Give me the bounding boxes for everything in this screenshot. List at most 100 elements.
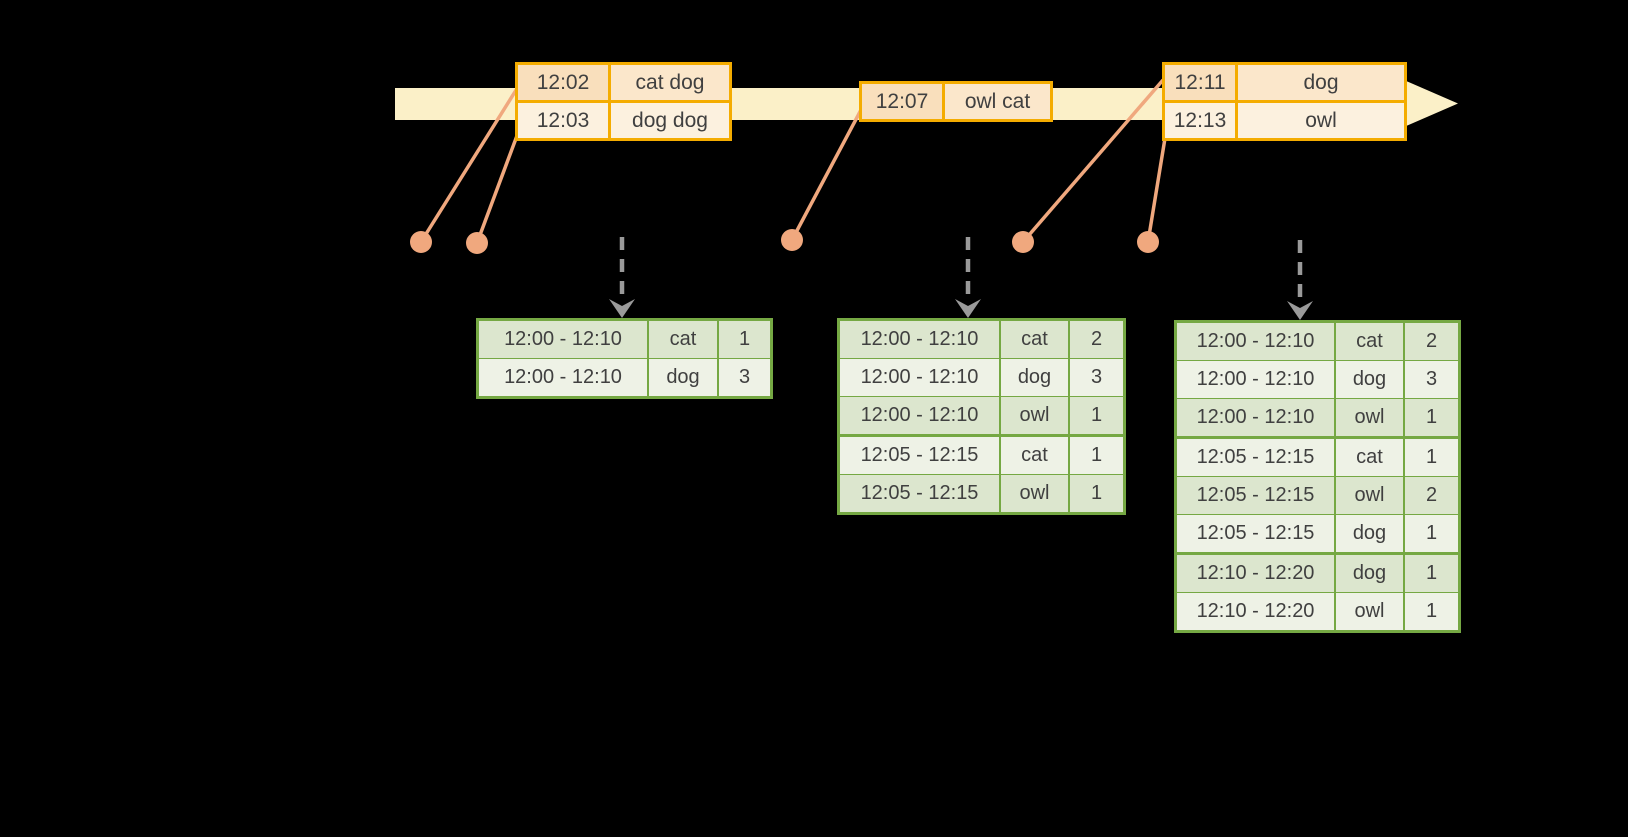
table-cell: 1 [1403, 436, 1461, 477]
table-cell: dog [647, 358, 719, 398]
table-cell: 3 [717, 358, 773, 398]
table-cell: 12:02 [515, 62, 611, 103]
table-cell: 12:00 - 12:10 [1174, 398, 1336, 438]
table-cell: 12:10 - 12:20 [1174, 592, 1336, 632]
table-cell: cat dog [608, 62, 732, 103]
event-connectors [419, 78, 1169, 244]
trigger-arrow-head [609, 299, 635, 318]
trigger-arrow-icon [609, 237, 635, 318]
trigger-arrow-icon [955, 237, 981, 318]
event-connector-line [475, 124, 523, 244]
table-cell: 12:00 - 12:10 [837, 319, 1001, 359]
table-cell: 1 [1403, 592, 1461, 632]
table-cell: 1 [1403, 514, 1461, 554]
event-dot-icon [1012, 231, 1034, 253]
table-cell: 12:11 [1162, 62, 1238, 103]
table-cell: cat [999, 434, 1070, 475]
timeline-arrowhead-icon [1397, 77, 1458, 130]
event-dot-icon [1137, 231, 1159, 253]
table-cell: 12:05 - 12:15 [1174, 476, 1336, 515]
table-cell: 12:05 - 12:15 [837, 434, 1001, 475]
table-cell: 12:00 - 12:10 [476, 319, 649, 359]
table-cell: dog [1334, 514, 1405, 554]
table-cell: 2 [1403, 321, 1461, 361]
table-cell: cat [999, 319, 1070, 359]
table-cell: dog [1235, 62, 1407, 103]
event-dot-icon [466, 232, 488, 254]
table-cell: 1 [1068, 474, 1126, 514]
table-cell: 2 [1068, 319, 1126, 359]
event-dot-icon [410, 231, 432, 253]
table-cell: 12:03 [515, 100, 611, 141]
table-cell: 12:07 [859, 81, 945, 122]
table-cell: owl [1334, 398, 1405, 438]
table-cell: dog [1334, 360, 1405, 399]
table-cell: 3 [1403, 360, 1461, 399]
event-connector-line [419, 86, 520, 243]
event-dot-icon [781, 229, 803, 251]
table-cell: owl [999, 396, 1070, 436]
table-cell: owl [1334, 592, 1405, 632]
table-cell: owl [1235, 100, 1407, 141]
table-cell: 2 [1403, 476, 1461, 515]
event-connector-line [1146, 125, 1169, 243]
table-cell: 3 [1068, 358, 1126, 397]
table-cell: owl cat [942, 81, 1053, 122]
table-cell: 1 [1068, 396, 1126, 436]
event-connector-line [790, 107, 864, 241]
table-cell: cat [647, 319, 719, 359]
trigger-arrow-icon [1287, 240, 1313, 320]
table-cell: 12:05 - 12:15 [1174, 436, 1336, 477]
table-cell: 12:00 - 12:10 [837, 396, 1001, 436]
table-cell: cat [1334, 436, 1405, 477]
table-cell: dog [999, 358, 1070, 397]
table-cell: 12:00 - 12:10 [837, 358, 1001, 397]
table-cell: 12:10 - 12:20 [1174, 552, 1336, 593]
trigger-arrow-head [1287, 301, 1313, 320]
table-cell: 12:00 - 12:10 [476, 358, 649, 398]
table-cell: cat [1334, 321, 1405, 361]
trigger-arrow-head [955, 299, 981, 318]
table-cell: 1 [1403, 398, 1461, 438]
table-cell: owl [1334, 476, 1405, 515]
event-connector-line [1021, 78, 1165, 244]
table-cell: dog [1334, 552, 1405, 593]
table-cell: 1 [717, 319, 773, 359]
table-cell: 1 [1068, 434, 1126, 475]
table-cell: 12:00 - 12:10 [1174, 321, 1336, 361]
table-cell: 12:13 [1162, 100, 1238, 141]
table-cell: owl [999, 474, 1070, 514]
